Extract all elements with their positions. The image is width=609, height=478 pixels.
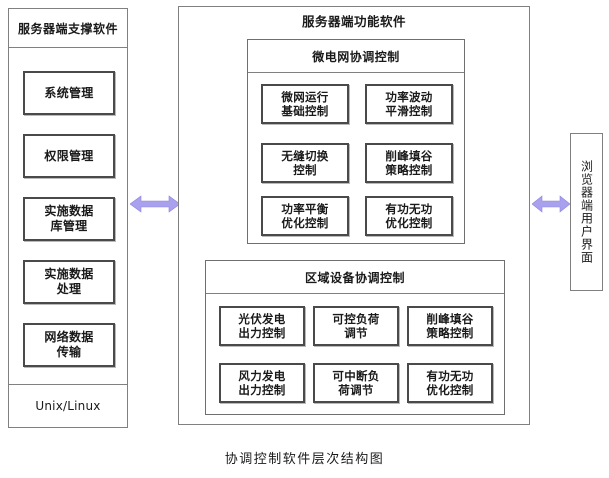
middle-panel-server-function-software: 服务器端功能软件 微电网协调控制 微网运行 基础控制 功率波动 平滑控制 无缝切… xyxy=(178,6,530,425)
micro-item-line1: 无缝切换 xyxy=(281,148,329,163)
group-microgrid-title: 微电网协调控制 xyxy=(312,49,400,64)
group-regional-device-coordination-control: 区域设备协调控制 光伏发电 出力控制 可控负荷 调节 削峰填谷 策略控制 风力发… xyxy=(205,260,505,415)
region-item-active-reactive-optimization[interactable]: 有功无功 优化控制 xyxy=(407,363,493,403)
left-panel-os-label: Unix/Linux xyxy=(35,398,101,413)
micro-item-line1: 有功无功 xyxy=(385,201,433,216)
micro-item-line1: 微网运行 xyxy=(281,89,329,104)
micro-item-power-fluctuation-smoothing[interactable]: 功率波动 平滑控制 xyxy=(365,84,453,124)
middle-panel-title: 服务器端功能软件 xyxy=(301,13,406,29)
left-item-line1: 网络数据 xyxy=(44,330,94,345)
group-regional-title-divider xyxy=(206,293,504,294)
micro-item-line2: 策略控制 xyxy=(385,163,433,177)
left-item-permission-management[interactable]: 权限管理 xyxy=(23,134,115,178)
micro-item-line1: 削峰填谷 xyxy=(385,148,433,163)
left-middle-arrow xyxy=(130,195,180,213)
region-item-line2: 策略控制 xyxy=(426,326,474,340)
region-item-line1: 可中断负 xyxy=(332,368,380,383)
group-regional-title: 区域设备协调控制 xyxy=(304,270,405,285)
left-panel-title: 服务器端支撑软件 xyxy=(17,21,118,36)
micro-item-line1: 功率波动 xyxy=(385,89,433,104)
figure-caption: 协调控制软件层次结构图 xyxy=(224,452,385,467)
left-item-network-data-transfer[interactable]: 网络数据 传输 xyxy=(23,323,115,367)
left-item-database-management[interactable]: 实施数据 库管理 xyxy=(23,197,115,241)
micro-item-line2: 优化控制 xyxy=(385,216,433,230)
region-item-line1: 削峰填谷 xyxy=(426,311,474,326)
left-item-system-management[interactable]: 系统管理 xyxy=(23,71,115,115)
left-item-line1: 权限管理 xyxy=(44,148,94,163)
left-item-line1: 实施数据 xyxy=(44,267,94,282)
micro-item-line2: 平滑控制 xyxy=(385,104,433,118)
micro-item-peak-shaving-strategy-control[interactable]: 削峰填谷 策略控制 xyxy=(365,143,453,183)
region-item-line1: 光伏发电 xyxy=(238,311,286,326)
micro-item-line2: 优化控制 xyxy=(281,216,329,230)
left-item-line2: 传输 xyxy=(56,345,82,359)
micro-item-line1: 功率平衡 xyxy=(281,201,329,216)
group-microgrid-title-divider xyxy=(248,72,464,73)
region-item-line2: 荷调节 xyxy=(338,383,374,397)
middle-right-arrow xyxy=(532,195,570,213)
micro-item-line2: 控制 xyxy=(293,163,317,177)
region-item-controllable-load-regulation[interactable]: 可控负荷 调节 xyxy=(313,306,399,346)
left-item-data-processing[interactable]: 实施数据 处理 xyxy=(23,260,115,304)
group-microgrid-coordination-control: 微电网协调控制 微网运行 基础控制 功率波动 平滑控制 无缝切换 控制 削峰填谷… xyxy=(247,39,465,244)
region-item-peak-shaving-strategy-control[interactable]: 削峰填谷 策略控制 xyxy=(407,306,493,346)
region-item-line1: 风力发电 xyxy=(238,368,286,383)
region-item-interruptible-load-regulation[interactable]: 可中断负 荷调节 xyxy=(313,363,399,403)
region-item-line2: 调节 xyxy=(344,326,368,340)
left-panel-title-divider xyxy=(9,47,127,48)
region-item-line2: 出力控制 xyxy=(238,383,286,397)
micro-item-microgrid-basic-control[interactable]: 微网运行 基础控制 xyxy=(261,84,349,124)
left-item-line1: 系统管理 xyxy=(44,85,94,100)
right-panel-browser-user-interface: 浏览器端用户界面 xyxy=(570,133,603,291)
micro-item-seamless-switching-control[interactable]: 无缝切换 控制 xyxy=(261,143,349,183)
micro-item-line2: 基础控制 xyxy=(281,104,329,118)
region-item-line1: 有功无功 xyxy=(426,368,474,383)
left-item-line2: 库管理 xyxy=(50,219,88,233)
right-panel-label: 浏览器端用户界面 xyxy=(579,160,594,264)
micro-item-power-balance-optimization[interactable]: 功率平衡 优化控制 xyxy=(261,196,349,236)
region-item-line2: 出力控制 xyxy=(238,326,286,340)
micro-item-active-reactive-optimization[interactable]: 有功无功 优化控制 xyxy=(365,196,453,236)
region-item-pv-output-control[interactable]: 光伏发电 出力控制 xyxy=(219,306,305,346)
left-panel-os-divider xyxy=(9,384,127,385)
left-item-line2: 处理 xyxy=(56,282,82,296)
region-item-wind-output-control[interactable]: 风力发电 出力控制 xyxy=(219,363,305,403)
region-item-line1: 可控负荷 xyxy=(332,311,380,326)
left-panel-server-support-software: 服务器端支撑软件 系统管理 权限管理 实施数据 库管理 实施数据 处理 网络数据… xyxy=(8,8,128,428)
left-item-line1: 实施数据 xyxy=(44,204,94,219)
region-item-line2: 优化控制 xyxy=(426,383,474,397)
